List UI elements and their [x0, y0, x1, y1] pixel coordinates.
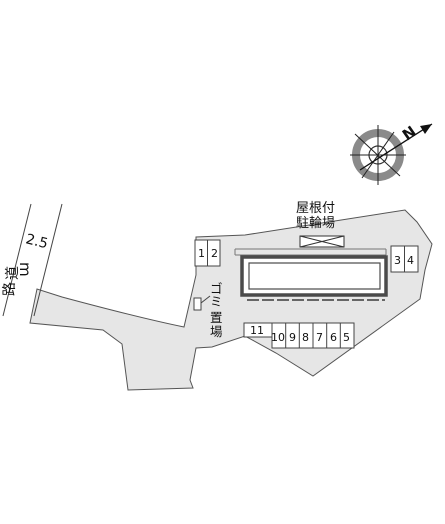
bike-parking-area: [299, 235, 345, 248]
parking-space-4: 4: [407, 254, 414, 267]
road-label: 2.5 m 道 路: [2, 231, 50, 296]
parking-space-7: 7: [316, 331, 323, 344]
bike-parking-label-line2: 駐輪場: [296, 215, 335, 231]
road-width-label: 2.5: [24, 231, 49, 252]
building: [234, 248, 388, 301]
garbage-label-char-1: ゴ: [210, 281, 223, 296]
parking-spaces-right: 3 4: [390, 245, 419, 273]
bike-parking-label-line1: 屋根付: [296, 201, 335, 216]
compass-icon: N: [350, 122, 433, 185]
parking-space-9: 9: [289, 331, 296, 344]
road: [2, 203, 63, 317]
parking-space-8: 8: [302, 331, 309, 344]
parking-space-11: 11: [250, 324, 264, 337]
parking-space-10: 10: [271, 331, 285, 344]
garbage-label-char-4: 場: [210, 324, 223, 339]
garbage-area: ゴ ミ 置 場: [193, 281, 223, 339]
parking-space-2: 2: [211, 247, 218, 260]
garbage-label-char-3: 置: [210, 310, 223, 325]
parking-space-5: 5: [343, 331, 350, 344]
garbage-label-char-2: ミ: [210, 294, 223, 309]
parking-spaces-bottom-row: 10 9 8 7 6 5: [271, 322, 355, 349]
road-char-2: 路: [2, 282, 18, 296]
compass-north-label: N: [399, 122, 420, 144]
parking-spaces-top-left: 1 2: [194, 239, 221, 267]
parking-space-11-box: 11: [243, 322, 273, 338]
parking-space-1: 1: [198, 247, 205, 260]
road-char-1: 道: [5, 266, 21, 280]
road-width-unit: m: [16, 262, 34, 277]
parking-space-6: 6: [330, 331, 337, 344]
parking-space-3: 3: [394, 254, 401, 267]
